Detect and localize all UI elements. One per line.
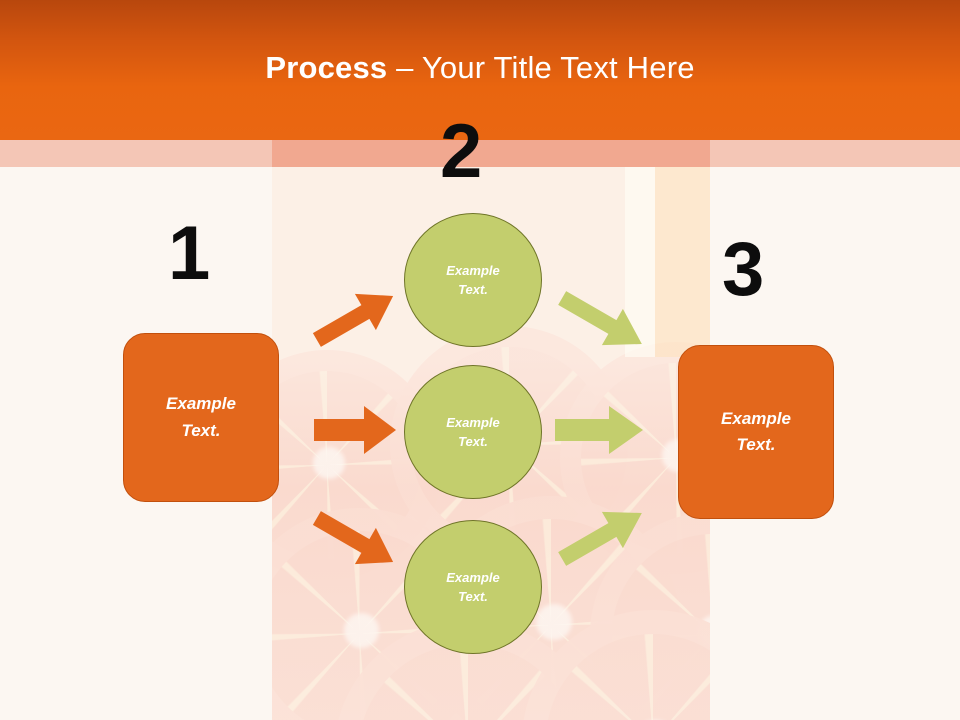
step-box-left-text: Example Text. — [166, 391, 236, 444]
step-circle-middle[interactable]: Example Text. — [404, 365, 542, 499]
step-circle-bottom-text: Example Text. — [446, 568, 499, 607]
step-circle-middle-line1: Example — [446, 414, 500, 430]
step-box-right[interactable]: Example Text. — [678, 345, 834, 519]
step-circle-middle-text: Example Text. — [446, 413, 499, 452]
arrow-circle-top-to-right-icon — [550, 285, 654, 357]
arrow-circle-bottom-to-right-icon — [550, 500, 654, 572]
step-circle-top[interactable]: Example Text. — [404, 213, 542, 347]
step-box-left-line1: Example — [166, 394, 236, 414]
arrow-circle-middle-to-right-icon — [553, 402, 645, 458]
step-circle-bottom-line1: Example — [446, 569, 500, 585]
step-box-left-line2: Text. — [181, 420, 221, 440]
band-top-tint — [272, 140, 710, 167]
step-number-3: 3 — [722, 227, 764, 312]
arrow-left-to-circle-bottom-icon — [305, 505, 405, 575]
step-circle-top-line2: Text. — [458, 282, 488, 297]
page-title-rest: – Your Title Text Here — [387, 50, 695, 85]
step-box-right-text: Example Text. — [721, 406, 791, 459]
band-highlight-strip-2 — [655, 167, 710, 357]
step-box-right-line1: Example — [721, 408, 791, 428]
step-circle-bottom[interactable]: Example Text. — [404, 520, 542, 654]
step-circle-top-text: Example Text. — [446, 261, 499, 300]
step-box-right-line2: Text. — [736, 435, 776, 454]
step-number-1: 1 — [168, 211, 210, 296]
step-circle-middle-line2: Text. — [458, 434, 488, 449]
step-circle-top-line1: Example — [446, 262, 500, 278]
step-box-left[interactable]: Example Text. — [123, 333, 279, 502]
page-title: Process – Your Title Text Here — [0, 50, 960, 86]
page-title-bold: Process — [265, 50, 388, 85]
step-circle-bottom-line2: Text. — [458, 589, 488, 604]
step-number-2: 2 — [440, 109, 482, 194]
arrow-left-to-circle-middle-icon — [312, 402, 398, 458]
arrow-left-to-circle-top-icon — [305, 283, 405, 353]
header-bar: Process – Your Title Text Here — [0, 0, 960, 140]
